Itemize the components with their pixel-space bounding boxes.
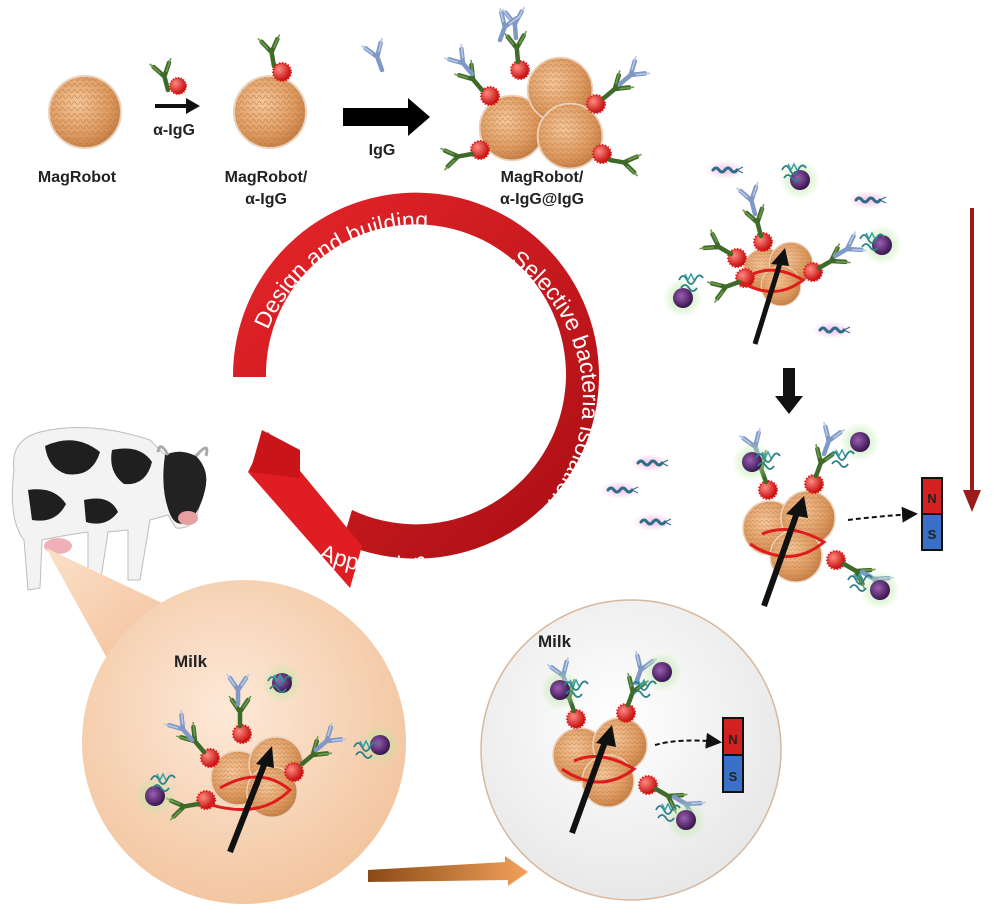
magnet-bottom-north: N [728,732,737,747]
magrobot-particle [48,75,122,149]
magnet-top-south: S [928,527,937,542]
complex-cluster [441,7,651,176]
milk-circle-left: Milk [82,580,406,904]
igg-antibody-icon [361,38,392,74]
label-complex-line2: α-IgG@IgG [500,191,584,208]
label-anti-igg: α-IgG [153,122,195,139]
cow-illustration [11,427,209,591]
magnet-top-north: N [927,491,936,506]
label-magrobot-anti-line2: α-IgG [245,191,287,208]
arrow-stage-down [775,368,803,414]
antibody-reagent-icon [150,58,188,94]
milk-circle-right: Milk N S [480,599,782,901]
magnet-bottom: N S [722,717,744,793]
label-magrobot-anti-line1: MagRobot/ [225,169,308,186]
label-milk-right: Milk [538,632,572,651]
magrobot-anti-igg-particle [233,35,307,149]
arrow-step-1 [155,98,200,114]
arrow-step-2 [343,98,430,136]
process-cycle: Design and building Selective bacteria i… [232,192,604,588]
cycle-arrowhead-tip [250,430,300,478]
attraction-arrow-top [847,506,918,523]
label-magrobot: MagRobot [38,169,117,186]
arrow-milk-to-isolation [368,856,528,886]
isolation-stage-2: N S [598,422,943,610]
magnet-top: N S [921,477,943,551]
progress-arrow-right [963,208,981,512]
synthesis-row: MagRobot α-IgG MagRobot/ α-IgG IgG [38,7,650,208]
attraction-arrow-bottom [654,732,722,749]
label-igg: IgG [369,142,396,159]
magnet-bottom-south: S [729,769,738,784]
label-milk-left: Milk [174,652,208,671]
label-complex-line1: MagRobot/ [501,169,584,186]
isolation-stage-1 [663,159,902,345]
